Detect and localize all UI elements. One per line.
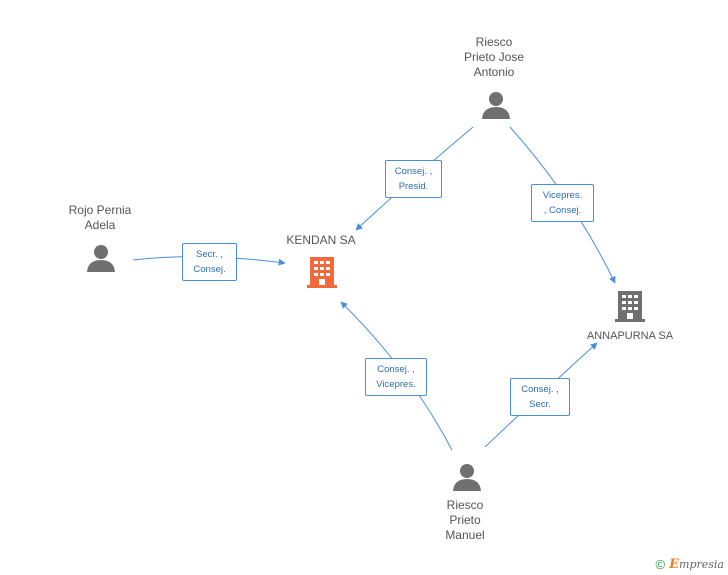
person-icon[interactable] xyxy=(452,462,482,492)
person-label-riesco-jose: Riesco Prieto Jose Antonio xyxy=(463,35,525,79)
brand-logo: Empresia xyxy=(669,557,724,572)
company-label-annapurna: ANNAPURNA SA xyxy=(586,330,674,342)
person-label-rojo: Rojo Pernia Adela xyxy=(68,203,132,232)
footer-brand: © Empresia xyxy=(656,557,724,572)
person-icon[interactable] xyxy=(86,243,116,273)
edge-label-manuel-annapurna[interactable]: Consej. , Secr. xyxy=(510,378,570,416)
edge-label-manuel-kendan[interactable]: Consej. , Vicepres. xyxy=(365,358,427,396)
building-icon[interactable] xyxy=(306,255,338,289)
person-icon[interactable] xyxy=(481,90,511,120)
company-label-kendan: KENDAN SA xyxy=(286,233,356,247)
person-label-riesco-manuel: Riesco Prieto Manuel xyxy=(445,498,485,542)
building-icon[interactable] xyxy=(614,289,646,323)
edge-label-rojo-kendan[interactable]: Secr. , Consej. xyxy=(182,243,237,281)
edge-label-jose-annapurna[interactable]: Vicepres. , Consej. xyxy=(531,184,594,222)
copyright-symbol: © xyxy=(655,557,666,572)
edge-label-jose-kendan[interactable]: Consej. , Presid. xyxy=(385,160,442,198)
